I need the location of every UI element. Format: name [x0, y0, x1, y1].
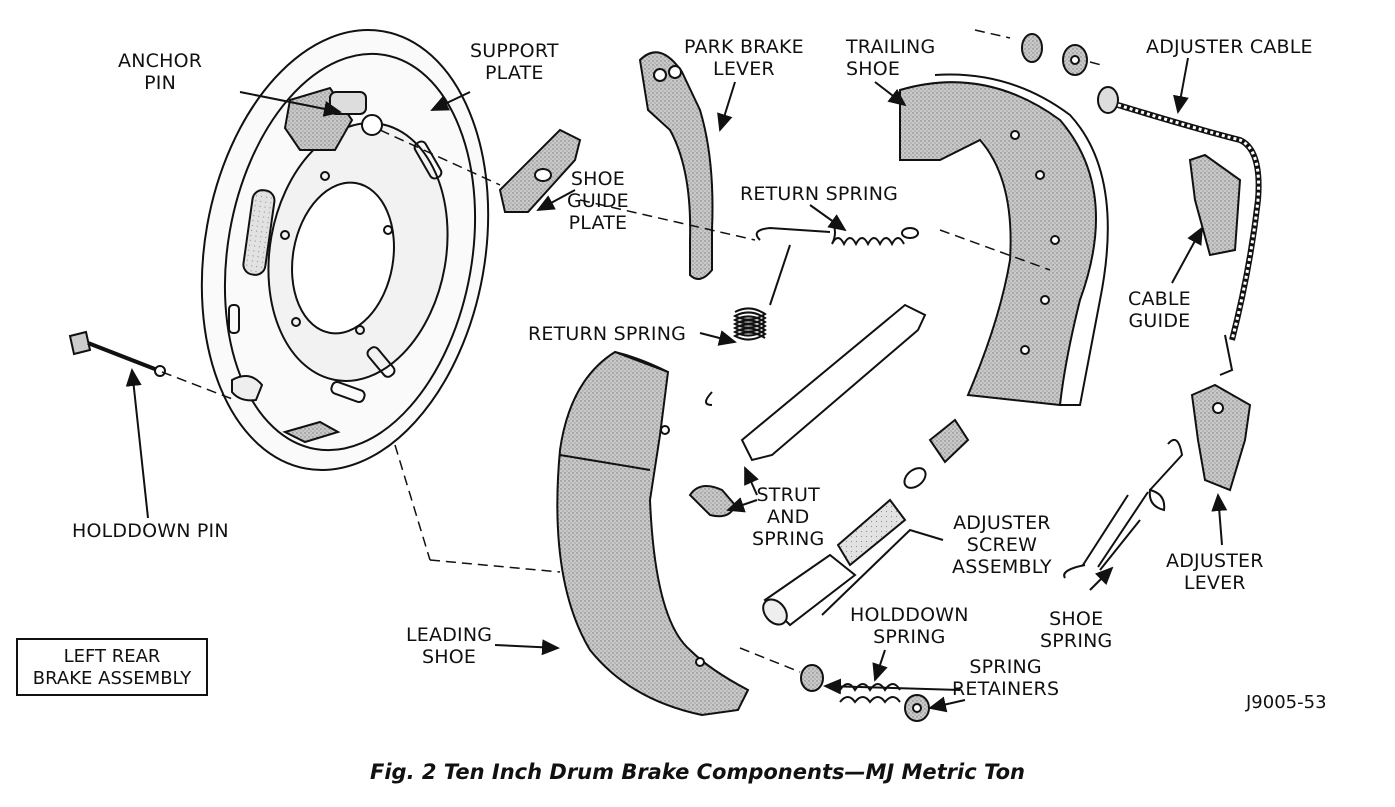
label-return-spring-left: RETURN SPRING — [528, 323, 687, 345]
shoe-spring-drawing — [1063, 438, 1184, 579]
label-park-brake-lever: PARK BRAKE LEVER — [684, 36, 804, 80]
cable-guide-drawing — [1188, 153, 1242, 257]
support-plate-drawing — [200, 29, 490, 471]
label-holddown-spring: HOLDDOWN SPRING — [850, 604, 969, 648]
park-brake-lever-drawing — [638, 51, 714, 280]
label-anchor-pin: ANCHOR PIN — [118, 50, 202, 94]
label-strut-line2: AND — [767, 506, 810, 528]
label-leading-shoe-line2: SHOE — [422, 646, 477, 668]
assembly-title-line1: LEFT REAR — [63, 646, 161, 667]
label-adjuster-screw-line2: SCREW — [966, 534, 1038, 556]
label-holddown-pin: HOLDDOWN PIN — [72, 520, 229, 542]
trailing-shoe-drawing — [899, 73, 1109, 407]
label-adjuster-screw-line3: ASSEMBLY — [952, 556, 1052, 578]
shoe-guide-plate-drawing — [498, 128, 582, 213]
label-anchor-pin-line2: PIN — [144, 72, 176, 94]
leader-arrows — [125, 57, 1228, 713]
adjuster-screw-drawing — [762, 418, 970, 627]
assembly-title-line2: BRAKE ASSEMBLY — [32, 668, 192, 689]
return-spring-top-drawing — [755, 221, 919, 247]
label-adjuster-screw-assembly: ADJUSTER SCREW ASSEMBLY — [952, 512, 1052, 578]
adjuster-cable-drawing — [1097, 86, 1262, 376]
label-support-plate: SUPPORT PLATE — [470, 40, 559, 84]
label-strut-line1: STRUT — [756, 484, 820, 506]
label-spring-retainers-line2: RETAINERS — [952, 678, 1060, 700]
label-adjuster-cable: ADJUSTER CABLE — [1146, 36, 1313, 58]
top-washers-drawing — [1021, 33, 1088, 76]
label-support-plate-line2: PLATE — [485, 62, 544, 84]
label-adjuster-lever-line2: LEVER — [1183, 572, 1246, 594]
holddown-pin-drawing — [68, 330, 166, 377]
label-trailing-shoe-line2: SHOE — [846, 58, 901, 80]
label-shoe-guide-plate: SHOE GUIDE PLATE — [567, 168, 629, 234]
assembly-title-box: LEFT REAR BRAKE ASSEMBLY — [16, 638, 208, 696]
label-cable-guide-line2: GUIDE — [1128, 310, 1191, 332]
figure-caption: Fig. 2 Ten Inch Drum Brake Components—MJ… — [370, 760, 1025, 784]
label-holddown-spring-line2: SPRING — [873, 626, 946, 648]
label-trailing-shoe-line1: TRAILING — [846, 36, 936, 58]
return-spring-left-drawing — [705, 244, 791, 406]
label-cable-guide: CABLE GUIDE — [1128, 288, 1191, 332]
label-shoe-spring: SHOE SPRING — [1040, 608, 1112, 652]
label-strut-and-spring: STRUT AND SPRING — [752, 484, 824, 550]
label-return-spring-top: RETURN SPRING — [740, 183, 899, 205]
leading-shoe-drawing — [556, 350, 750, 717]
label-shoe-spring-line1: SHOE — [1049, 608, 1104, 630]
adjuster-lever-drawing — [1190, 383, 1252, 492]
label-holddown-spring-line1: HOLDDOWN — [850, 604, 969, 626]
label-adjuster-lever: ADJUSTER LEVER — [1166, 550, 1264, 594]
label-leading-shoe: LEADING SHOE — [406, 624, 492, 668]
holddown-spring-drawing — [800, 664, 930, 722]
label-shoe-spring-line2: SPRING — [1040, 630, 1113, 652]
label-shoe-guide-plate-line3: PLATE — [568, 212, 628, 234]
label-support-plate-line1: SUPPORT — [470, 40, 559, 62]
label-strut-line3: SPRING — [752, 528, 825, 550]
alignment-lines — [161, 29, 1106, 673]
label-park-brake-lever-line1: PARK BRAKE — [684, 36, 804, 58]
strut-drawing — [688, 303, 927, 518]
label-spring-retainers: SPRING RETAINERS — [952, 656, 1059, 700]
label-shoe-guide-plate-line2: GUIDE — [567, 190, 629, 212]
label-shoe-guide-plate-line1: SHOE — [570, 168, 625, 190]
figure-code: J9005-53 — [1246, 692, 1327, 713]
label-adjuster-screw-line1: ADJUSTER — [953, 512, 1051, 534]
label-park-brake-lever-line2: LEVER — [713, 58, 775, 80]
label-cable-guide-line1: CABLE — [1128, 288, 1191, 310]
label-leading-shoe-line1: LEADING — [406, 624, 493, 646]
label-trailing-shoe: TRAILING SHOE — [846, 36, 935, 80]
label-anchor-pin-line1: ANCHOR — [118, 50, 203, 72]
label-adjuster-lever-line1: ADJUSTER — [1166, 550, 1264, 572]
label-spring-retainers-line1: SPRING — [969, 656, 1042, 678]
